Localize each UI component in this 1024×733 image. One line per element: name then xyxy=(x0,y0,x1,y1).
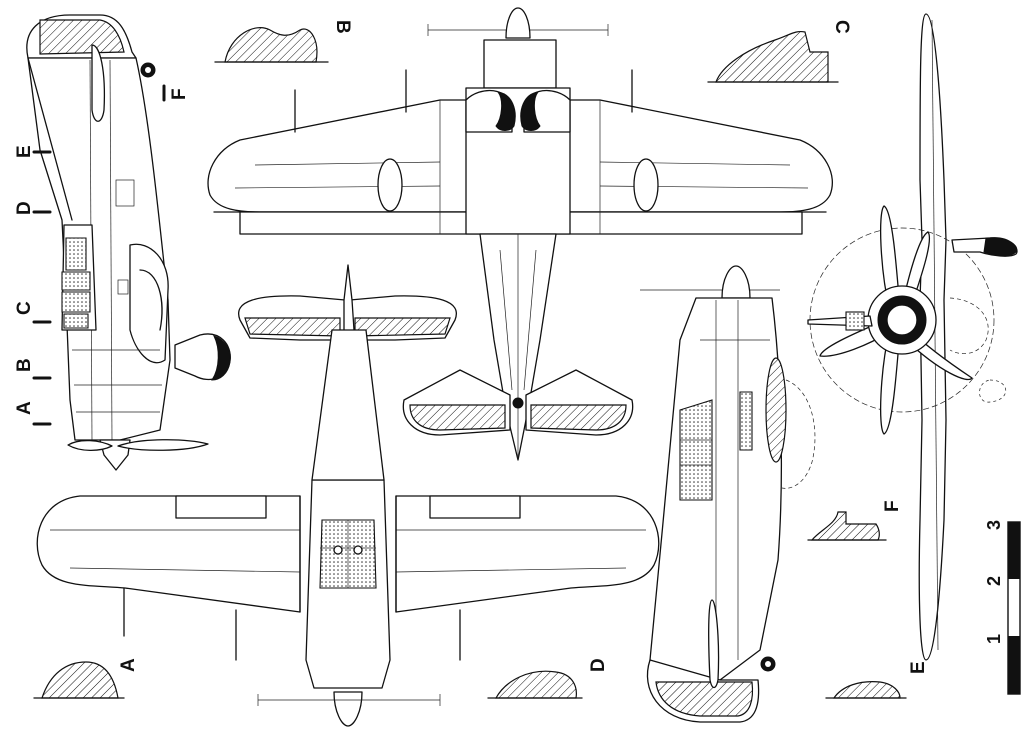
section-label-c: C xyxy=(14,301,35,315)
wing-section-d: D xyxy=(487,658,609,699)
wing-front xyxy=(918,13,947,661)
wing-section-c: C xyxy=(707,20,852,83)
wing-section-f: F xyxy=(807,500,903,541)
scale-label-1: 1 xyxy=(984,634,1004,644)
canopy-glass xyxy=(65,237,87,271)
section-label-a-bottom: A xyxy=(118,658,139,672)
wing-section-b: B xyxy=(214,20,353,63)
side-view-right xyxy=(640,265,816,723)
scale-label-2: 2 xyxy=(984,576,1004,586)
top-view-upper xyxy=(207,7,833,461)
canopy-glass-right xyxy=(679,399,713,501)
section-label-d: D xyxy=(14,201,35,215)
section-label-f: F xyxy=(169,88,190,100)
wing-planform-lower xyxy=(36,495,301,613)
section-label-e-right: E xyxy=(908,661,929,674)
section-label-a: A xyxy=(14,401,35,415)
section-label-b: B xyxy=(14,358,35,372)
section-label-b-top: B xyxy=(332,20,353,34)
scale-label-3: 3 xyxy=(984,520,1004,530)
scale-bar: 1 2 3 xyxy=(984,520,1021,695)
section-label-d-bottom: D xyxy=(588,658,609,672)
side-view-left xyxy=(26,14,231,471)
front-view xyxy=(807,13,1018,661)
bottom-view-lower xyxy=(36,264,660,727)
wing-section-a: A xyxy=(33,658,139,699)
wing-section-e: E xyxy=(825,661,929,699)
section-markers-side: F E D C B A xyxy=(14,84,190,426)
section-label-e: E xyxy=(14,145,35,158)
section-label-c-top: C xyxy=(831,20,852,34)
fuselage-side xyxy=(27,57,171,441)
section-label-f-right: F xyxy=(882,500,903,512)
